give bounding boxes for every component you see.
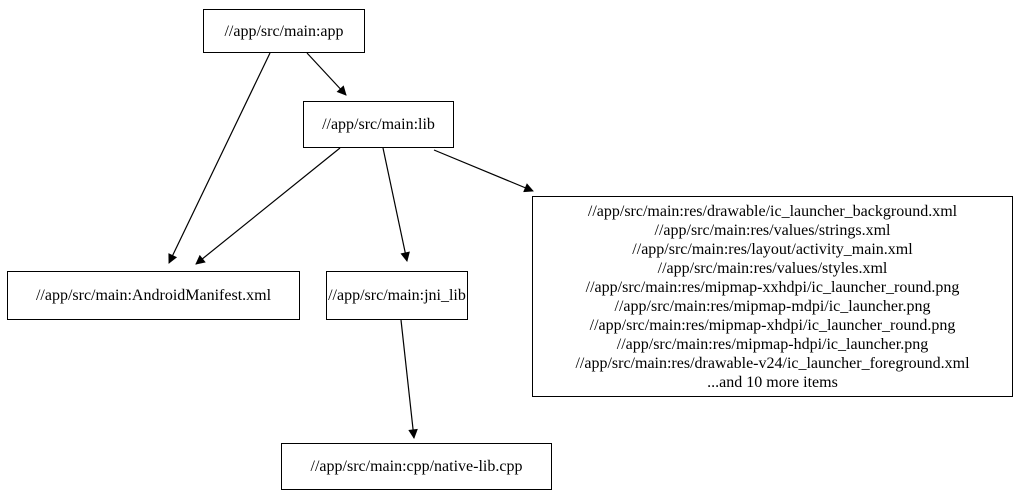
node-lib-label: //app/src/main:lib xyxy=(322,116,435,133)
node-android-manifest-label: //app/src/main:AndroidManifest.xml xyxy=(35,287,272,304)
node-resources-group: //app/src/main:res/drawable/ic_launcher_… xyxy=(532,196,1013,397)
node-android-manifest: //app/src/main:AndroidManifest.xml xyxy=(7,271,300,320)
edge-jni-lib-to-cpp xyxy=(400,319,418,439)
node-app: //app/src/main:app xyxy=(203,9,365,53)
resource-file-label: //app/src/main:res/values/styles.xml xyxy=(657,259,888,277)
edge-lib-to-jni-lib xyxy=(382,147,410,262)
resource-file-label: //app/src/main:res/mipmap-mdpi/ic_launch… xyxy=(614,297,931,315)
edge-lib-to-manifest xyxy=(195,147,341,265)
edge-app-to-lib xyxy=(306,52,347,96)
resource-file-label: //app/src/main:res/mipmap-xxhdpi/ic_laun… xyxy=(585,278,960,296)
node-jni-lib: //app/src/main:jni_lib xyxy=(326,271,468,320)
resources-more-items-label: ...and 10 more items xyxy=(707,373,838,391)
resource-file-label: //app/src/main:res/values/strings.xml xyxy=(654,221,891,239)
resource-file-label: //app/src/main:res/layout/activity_main.… xyxy=(632,240,913,258)
resource-file-label: //app/src/main:res/mipmap-hdpi/ic_launch… xyxy=(616,335,929,353)
edge-lib-to-resources xyxy=(433,149,534,193)
node-lib: //app/src/main:lib xyxy=(303,101,454,148)
node-native-lib-cpp: //app/src/main:cpp/native-lib.cpp xyxy=(281,443,552,490)
edge-app-to-manifest xyxy=(168,52,271,264)
resource-file-label: //app/src/main:res/mipmap-xhdpi/ic_launc… xyxy=(589,316,956,334)
resource-file-label: //app/src/main:res/drawable/ic_launcher_… xyxy=(587,202,958,220)
node-native-lib-cpp-label: //app/src/main:cpp/native-lib.cpp xyxy=(310,458,523,475)
node-jni-lib-label: //app/src/main:jni_lib xyxy=(328,287,466,304)
node-app-label: //app/src/main:app xyxy=(224,22,344,40)
resource-file-label: //app/src/main:res/drawable-v24/ic_launc… xyxy=(575,354,970,372)
